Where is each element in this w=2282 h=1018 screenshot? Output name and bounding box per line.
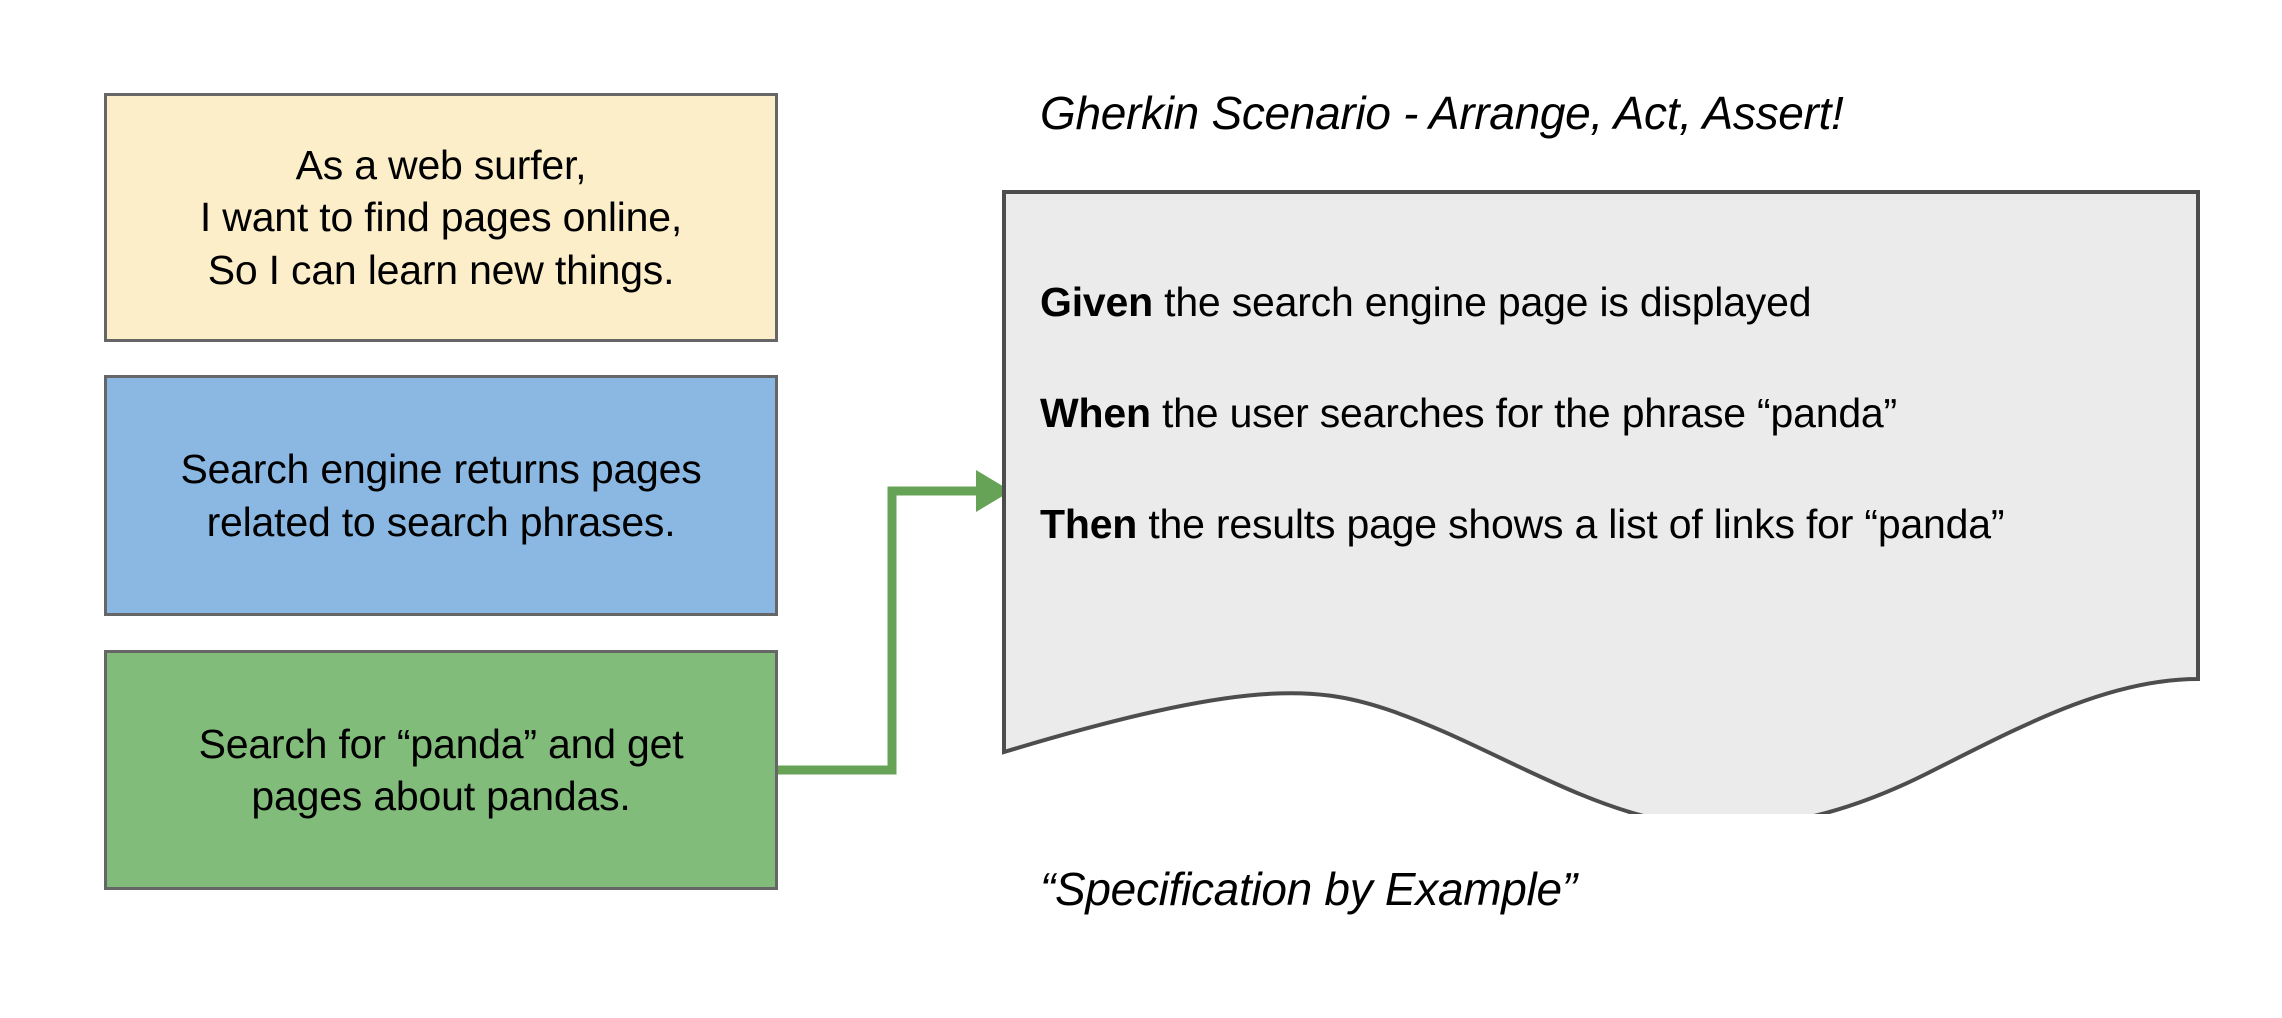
arrow-head-icon [976, 470, 1011, 512]
rule-card-text: Search engine returns pages related to s… [107, 443, 775, 548]
arrow-path [778, 486, 982, 775]
rule-line-1: Search engine returns pages [180, 446, 702, 493]
user-story-card: As a web surfer, I want to find pages on… [104, 93, 778, 342]
gherkin-keyword-then: Then [1040, 501, 1138, 547]
example-card-text: Search for “panda” and get pages about p… [107, 718, 775, 823]
document-outline [1002, 190, 2200, 814]
user-story-card-text: As a web surfer, I want to find pages on… [107, 139, 775, 296]
user-story-line-1: As a web surfer, [295, 141, 587, 188]
gherkin-step-then: Then the results page shows a list of li… [1040, 504, 2160, 545]
gherkin-keyword-when: When [1040, 390, 1151, 436]
gherkin-step-given: Given the search engine page is displaye… [1040, 282, 2160, 323]
scenario-title: Gherkin Scenario - Arrange, Act, Assert! [1040, 87, 1844, 139]
rule-line-2: related to search phrases. [206, 498, 676, 545]
example-line-1: Search for “panda” and get [198, 720, 684, 767]
user-story-line-2: I want to find pages online, [199, 194, 683, 241]
gherkin-text-when: the user searches for the phrase “panda” [1150, 390, 1897, 436]
gherkin-text-then: the results page shows a list of links f… [1137, 501, 2005, 547]
gherkin-steps-list: Given the search engine page is displaye… [1040, 282, 2160, 545]
example-to-scenario-arrow [760, 460, 1040, 800]
spec-by-example-caption: “Specification by Example” [1040, 863, 1577, 915]
user-story-line-3: So I can learn new things. [207, 246, 675, 293]
example-card: Search for “panda” and get pages about p… [104, 650, 778, 890]
rule-card: Search engine returns pages related to s… [104, 375, 778, 616]
example-line-2: pages about pandas. [251, 773, 631, 819]
gherkin-text-given: the search engine page is displayed [1152, 279, 1812, 325]
gherkin-document-shape [996, 184, 2206, 814]
gherkin-keyword-given: Given [1040, 279, 1153, 325]
gherkin-step-when: When the user searches for the phrase “p… [1040, 393, 2160, 434]
